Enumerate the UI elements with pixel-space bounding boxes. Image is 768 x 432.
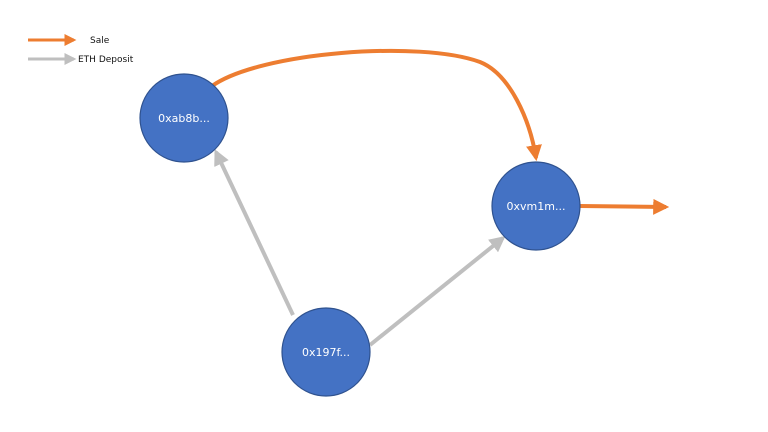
nodes: 0xab8b... 0xvm1m... 0x197f...: [139, 73, 581, 397]
node-0xab8b[interactable]: 0xab8b...: [139, 73, 229, 163]
node-0x197f[interactable]: 0x197f...: [281, 307, 371, 397]
legend-deposit-label: ETH Deposit: [78, 55, 134, 65]
node-circle: [139, 73, 229, 163]
node-circle: [491, 161, 581, 251]
node-label: 0x197f...: [302, 346, 350, 359]
edge-sale-n1-to-n2: [210, 48, 542, 162]
node-0xvm1m[interactable]: 0xvm1m...: [491, 161, 581, 251]
edge-deposit-n3-to-n2: [368, 235, 506, 347]
edge-sale-n2-outgoing: [579, 198, 670, 215]
legend-item-eth-deposit: ETH Deposit: [28, 53, 134, 65]
node-circle: [281, 307, 371, 397]
edge-deposit-n3-to-n1: [214, 149, 295, 316]
legend-item-sale: Sale: [28, 34, 110, 46]
edges: [210, 48, 670, 347]
node-label: 0xvm1m...: [507, 200, 566, 213]
legend-sale-label: Sale: [90, 36, 110, 46]
legend: Sale ETH Deposit: [28, 34, 134, 65]
node-label: 0xab8b...: [158, 112, 210, 125]
